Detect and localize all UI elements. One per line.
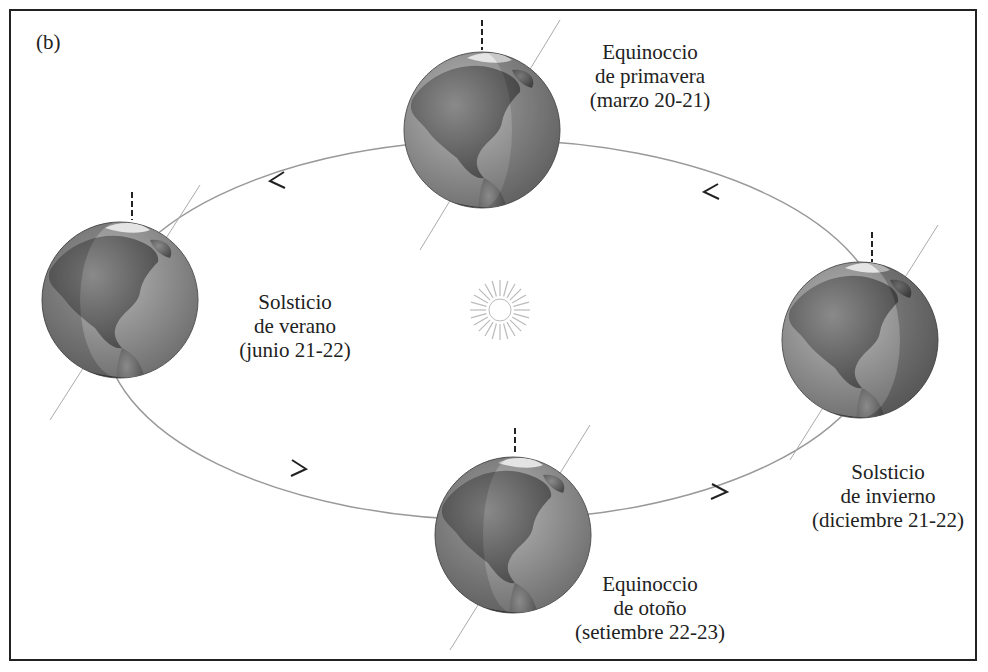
season-name: Solsticio	[258, 290, 332, 314]
sun	[470, 280, 530, 340]
season-date: (junio 21-22)	[239, 338, 350, 362]
season-name: Equinoccio	[602, 572, 698, 596]
season-name: de invierno	[840, 484, 935, 508]
season-date: (diciembre 21-22)	[812, 508, 964, 532]
earth-globe	[42, 185, 200, 420]
season-name: Equinoccio	[602, 40, 698, 64]
season-name: de verano	[254, 314, 336, 338]
earth-globe	[435, 425, 591, 650]
season-name: de otoño	[614, 596, 687, 620]
season-name: Solsticio	[851, 460, 925, 484]
season-name: de primavera	[595, 64, 705, 88]
season-date: (marzo 20-21)	[590, 88, 711, 112]
direction-arrows	[270, 172, 727, 499]
frame	[10, 10, 976, 660]
panel-letter: (b)	[36, 30, 61, 54]
earth-globe	[404, 20, 560, 250]
earth-globe	[782, 225, 938, 460]
season-date: (setiembre 22-23)	[575, 620, 725, 644]
